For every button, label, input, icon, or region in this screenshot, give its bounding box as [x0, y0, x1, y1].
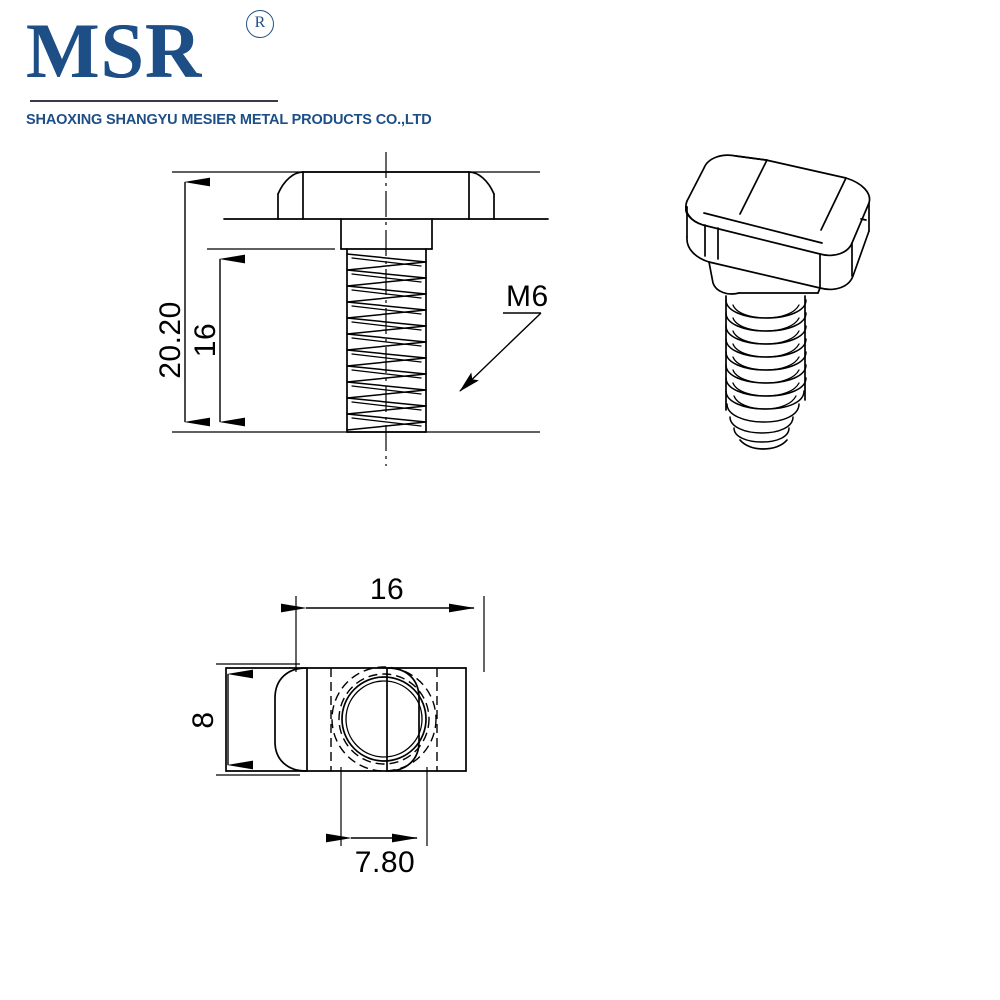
plan-view-group: 16 8 7.80 [187, 573, 485, 879]
plan-thread-root-circle [345, 680, 423, 758]
iso-head-underside-left [708, 261, 740, 295]
dimension-text-head-width: 16 [370, 573, 404, 606]
registered-trademark-icon: R [246, 10, 274, 38]
iso-thread-inner-arcs [732, 304, 800, 410]
logo-mark: MSR R [18, 7, 318, 102]
dimension-text-boss-width: 7.80 [355, 846, 415, 879]
company-name-text: SHAOXING SHANGYU MESIER METAL PRODUCTS C… [26, 112, 432, 128]
iso-head-band-crease-5 [860, 218, 867, 221]
thread-helix [346, 253, 427, 431]
iso-head-left-round [685, 206, 704, 226]
dimension-text-head-height: 8 [187, 711, 220, 728]
iso-head-top-crease-2 [735, 155, 767, 161]
dimension-text-thread-length: 16 [189, 323, 222, 357]
company-logo-block: MSR R SHAOXING SHANGYU MESIER METAL PROD… [18, 8, 458, 130]
front-view-group: 20.20 16 M6 [154, 152, 549, 466]
bolt-collar [340, 218, 433, 250]
bolt-thread-shank [346, 248, 427, 433]
dimension-head-width: 16 [281, 573, 475, 613]
iso-head-top-face [685, 154, 871, 257]
dimension-head-height: 8 [187, 669, 253, 770]
dimension-overall-length: 20.20 [154, 177, 210, 427]
iso-head-underside-right [817, 287, 821, 294]
logo-divider [30, 100, 278, 102]
plan-left-round-profile [274, 667, 307, 772]
plan-thread-crest-circle [341, 676, 427, 762]
iso-head-lower-band [686, 230, 870, 291]
iso-thread-helix [725, 299, 807, 443]
thread-callout-text: M6 [506, 280, 549, 313]
iso-head-top-crease-1 [703, 212, 823, 244]
dimension-thread-length: 16 [189, 254, 245, 427]
plan-thread-outer-circle [331, 666, 437, 772]
dimension-text-overall-length: 20.20 [154, 301, 187, 379]
logo-wordmark: MSR [25, 7, 203, 94]
thread-callout-leader: M6 [459, 280, 549, 392]
plan-thread-minor-circle [338, 673, 430, 765]
iso-shank-bottom [739, 439, 788, 450]
thread-root-lines [351, 257, 422, 427]
iso-head-top-crease-3 [739, 159, 768, 215]
dimension-boss-width: 7.80 [326, 833, 418, 879]
isometric-view-group [685, 154, 871, 450]
iso-head-top-crease-4 [820, 177, 847, 231]
